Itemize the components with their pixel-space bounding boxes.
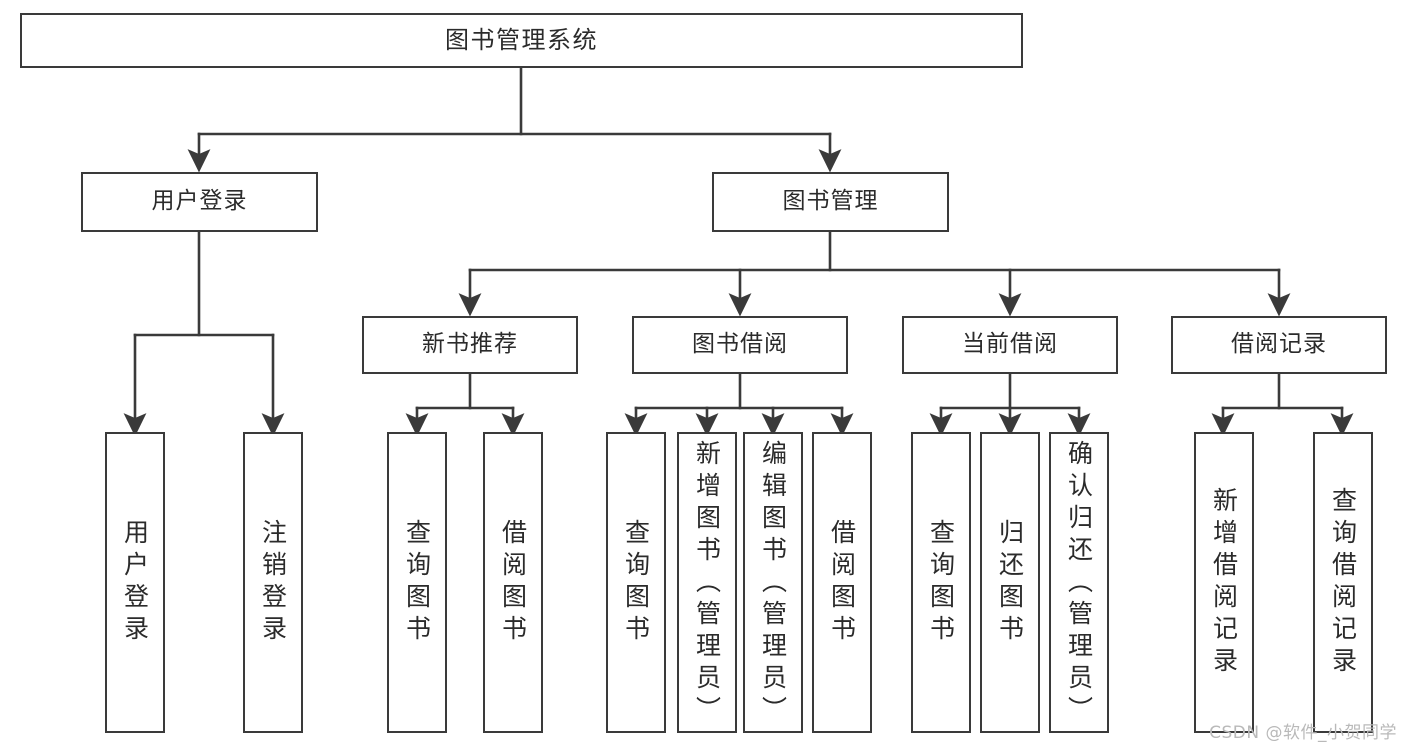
node-label: 确认归还（管理员） — [1064, 440, 1094, 728]
node-label: 新增图书（管理员） — [692, 440, 722, 728]
node-book-management-system[interactable]: 图书管理系统 — [20, 13, 1023, 68]
node-user-login[interactable]: 用户登录 — [81, 172, 318, 232]
node-new-book-recommend[interactable]: 新书推荐 — [362, 316, 578, 374]
node-book-borrow[interactable]: 图书借阅 — [632, 316, 848, 374]
leaf-add-book-admin[interactable]: 新增图书（管理员） — [677, 432, 737, 733]
node-label: 编辑图书（管理员） — [758, 440, 788, 728]
node-label: 归还图书 — [995, 518, 1025, 647]
node-label: 用户登录 — [151, 188, 248, 215]
node-label: 当前借阅 — [962, 331, 1058, 358]
leaf-query-book-3[interactable]: 查询图书 — [911, 432, 971, 733]
node-label: 借阅图书 — [827, 518, 857, 647]
csdn-watermark: CSDN @软件_小贺同学 — [1209, 723, 1397, 743]
node-label: 查询图书 — [621, 518, 651, 647]
node-label: 用户登录 — [120, 518, 150, 647]
node-label: 查询图书 — [402, 518, 432, 647]
leaf-borrow-book-1[interactable]: 借阅图书 — [483, 432, 543, 733]
leaf-add-borrow-record[interactable]: 新增借阅记录 — [1194, 432, 1254, 733]
leaf-query-book-1[interactable]: 查询图书 — [387, 432, 447, 733]
node-label: 借阅记录 — [1231, 331, 1327, 358]
leaf-borrow-book-2[interactable]: 借阅图书 — [812, 432, 872, 733]
leaf-edit-book-admin[interactable]: 编辑图书（管理员） — [743, 432, 803, 733]
node-label: 图书借阅 — [692, 331, 788, 358]
node-label: 借阅图书 — [498, 518, 528, 647]
leaf-user-login[interactable]: 用户登录 — [105, 432, 165, 733]
node-label: 注销登录 — [258, 518, 288, 647]
node-current-borrow[interactable]: 当前借阅 — [902, 316, 1118, 374]
node-book-manage[interactable]: 图书管理 — [712, 172, 949, 232]
node-borrow-record[interactable]: 借阅记录 — [1171, 316, 1387, 374]
leaf-logout-login[interactable]: 注销登录 — [243, 432, 303, 733]
leaf-return-book[interactable]: 归还图书 — [980, 432, 1040, 733]
node-label: 查询图书 — [926, 518, 956, 647]
node-label: 新书推荐 — [422, 331, 518, 358]
node-label: 新增借阅记录 — [1209, 486, 1239, 679]
node-label: 图书管理系统 — [445, 26, 598, 55]
node-label: 查询借阅记录 — [1328, 486, 1358, 679]
leaf-confirm-return-admin[interactable]: 确认归还（管理员） — [1049, 432, 1109, 733]
leaf-query-borrow-record[interactable]: 查询借阅记录 — [1313, 432, 1373, 733]
leaf-query-book-2[interactable]: 查询图书 — [606, 432, 666, 733]
node-label: 图书管理 — [782, 188, 879, 215]
